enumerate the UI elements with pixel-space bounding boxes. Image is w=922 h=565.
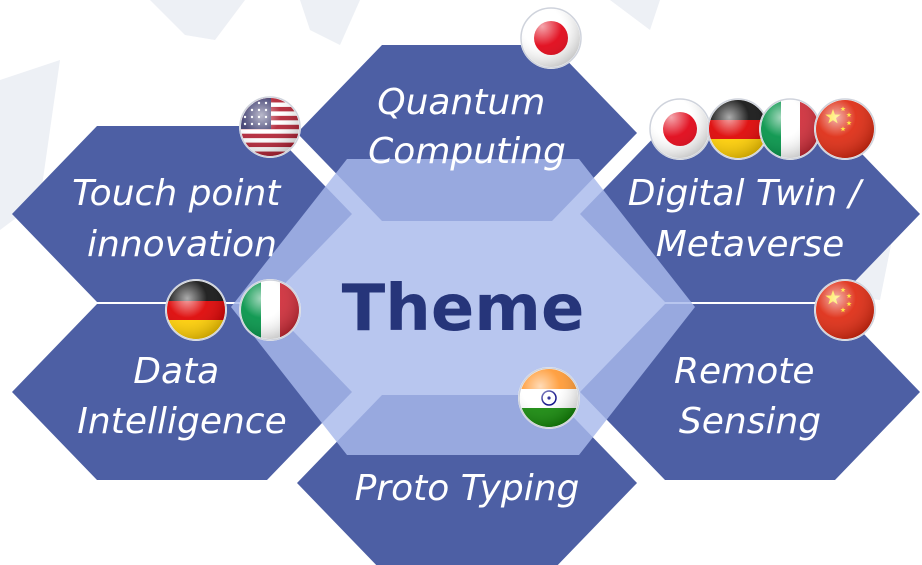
hex-label-data-intelligence: Data Intelligence — [77, 351, 286, 442]
hex-label-remote-sensing: Remote Sensing — [674, 351, 826, 442]
italy-flag-icon — [239, 279, 301, 341]
china-flag-icon — [814, 279, 876, 341]
hex-center-theme — [231, 159, 695, 455]
hex-label-proto-typing: Proto Typing — [355, 468, 580, 509]
hex-remote-sensing — [580, 304, 920, 480]
hex-label-touch-point-innovation: Touch point innovation — [72, 173, 292, 265]
germany-flag-icon — [707, 98, 769, 160]
italy-flag-icon — [759, 98, 821, 160]
india-flag-icon — [518, 367, 580, 429]
japan-flag-icon — [520, 7, 582, 69]
center-theme-label: Theme — [342, 272, 585, 346]
hex-touch-point-innovation — [12, 126, 352, 302]
hex-label-digital-twin-metaverse: Digital Twin / Metaverse — [628, 173, 873, 265]
hex-digital-twin-metaverse — [580, 126, 920, 302]
germany-flag-icon — [165, 279, 227, 341]
hex-label-quantum-computing: Quantum Computing — [368, 82, 566, 172]
china-flag-icon — [814, 98, 876, 160]
japan-flag-icon — [649, 98, 711, 160]
usa-flag-icon — [239, 96, 301, 158]
